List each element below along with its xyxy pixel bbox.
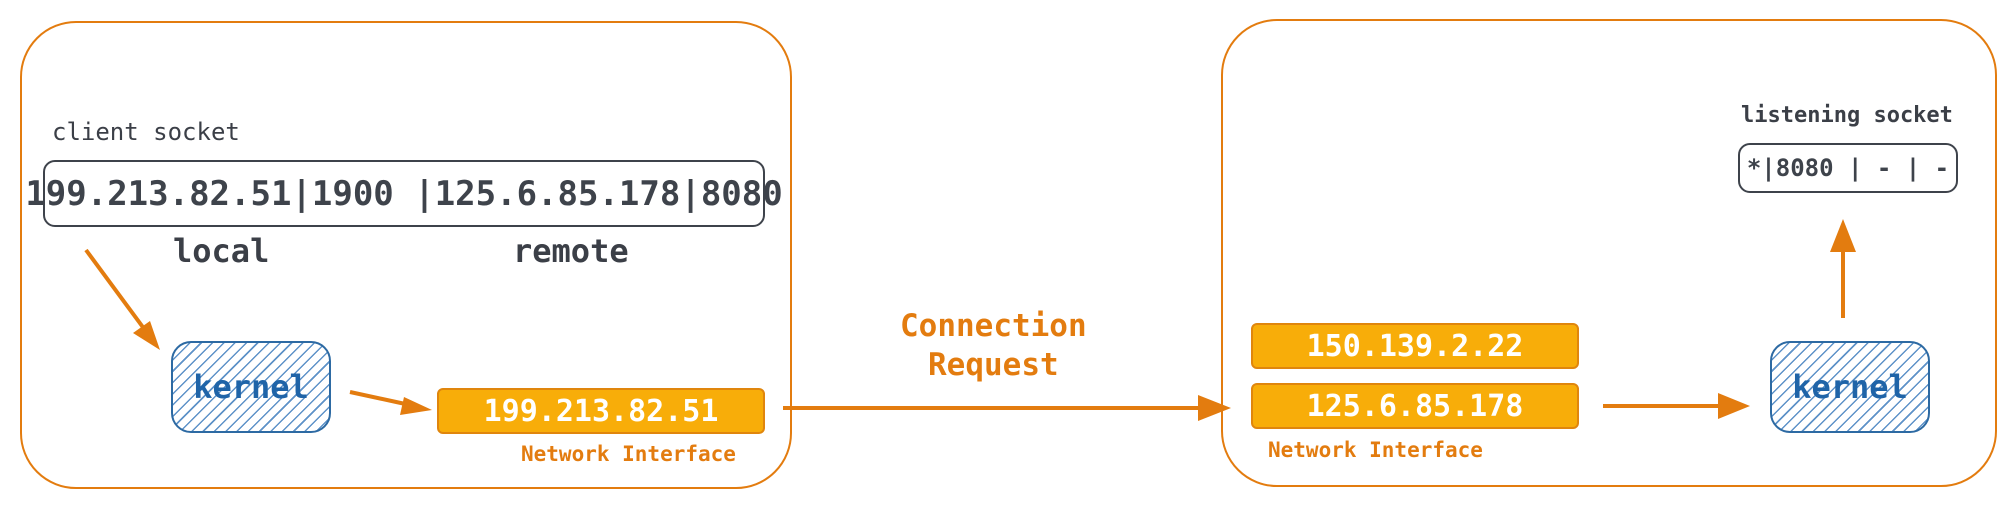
connection-label-line1: Connection — [900, 308, 1087, 344]
arrow-connection-request — [783, 395, 1231, 421]
server-nic-bottom-ip: 125.6.85.178 — [1306, 388, 1524, 424]
client-kernel-box: kernel — [171, 341, 331, 433]
remote-label: remote — [513, 232, 629, 270]
server-nic-top: 150.139.2.22 — [1251, 323, 1579, 369]
client-host-frame — [20, 21, 792, 489]
connection-label-line2: Request — [928, 347, 1059, 383]
listening-socket-title: listening socket — [1741, 103, 1953, 128]
server-kernel-label: kernel — [1792, 368, 1908, 406]
client-nic: 199.213.82.51 — [437, 388, 765, 434]
server-nic-top-ip: 150.139.2.22 — [1306, 328, 1524, 364]
server-nic-bottom: 125.6.85.178 — [1251, 383, 1579, 429]
client-socket-title: client socket — [52, 118, 240, 146]
server-nic-caption: Network Interface — [1268, 438, 1483, 462]
listening-socket-tuple: *|8080 | - | - — [1738, 143, 1958, 193]
server-host-frame — [1221, 19, 1997, 487]
client-nic-caption: Network Interface — [521, 442, 736, 466]
server-kernel-box: kernel — [1770, 341, 1930, 433]
client-kernel-label: kernel — [193, 368, 309, 406]
local-label: local — [173, 232, 270, 270]
client-nic-ip: 199.213.82.51 — [483, 393, 719, 429]
client-socket-tuple-text: 199.213.82.51|1900 |125.6.85.178|8080 — [25, 173, 783, 214]
listening-socket-tuple-text: *|8080 | - | - — [1746, 154, 1950, 182]
client-socket-tuple: 199.213.82.51|1900 |125.6.85.178|8080 — [25, 160, 783, 227]
